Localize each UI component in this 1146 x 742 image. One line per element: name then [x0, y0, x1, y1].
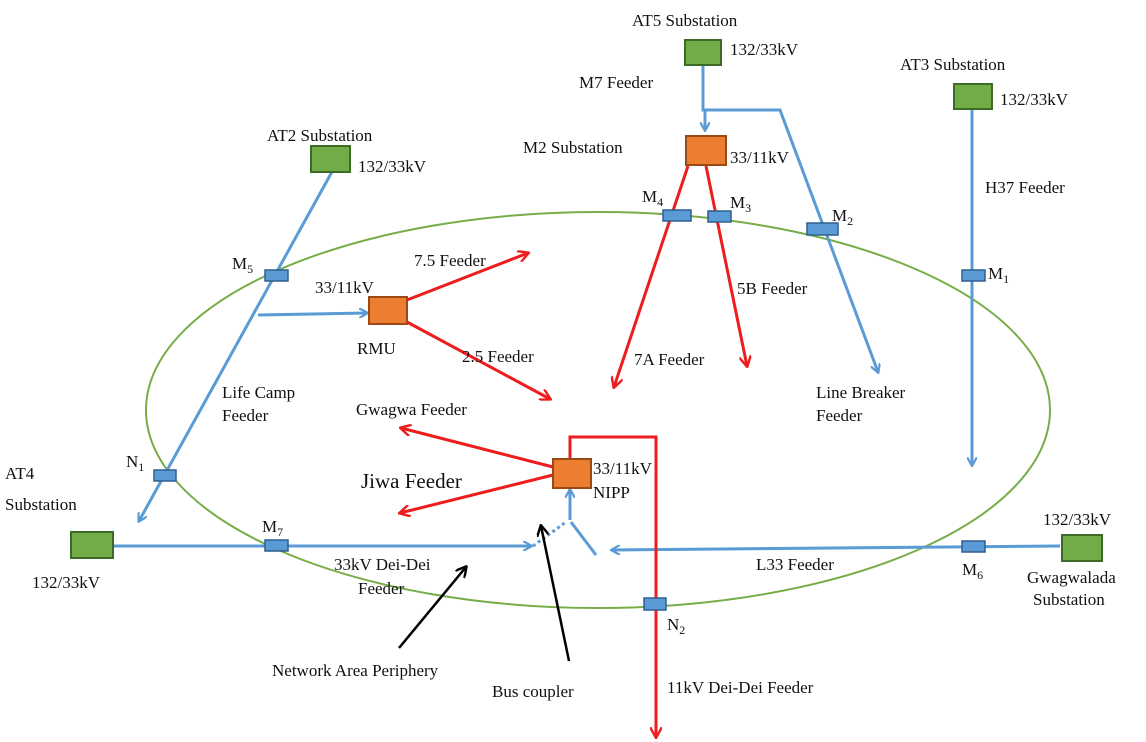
line-rmu-25	[406, 320, 550, 399]
at3-rating-label: 132/33kV	[1000, 90, 1069, 109]
rmu-box	[368, 296, 408, 325]
line-nipp-gwagwa	[401, 428, 554, 469]
f25-feeder-label: 2.5 Feeder	[462, 347, 534, 366]
periphery-arrow	[398, 567, 466, 649]
gwagwalada-rating-label: 132/33kV	[1043, 510, 1112, 529]
meter-m4-label: M4	[642, 187, 663, 209]
m2-rating-label: 33/11kV	[730, 148, 790, 167]
l33-feeder-label: L33 Feeder	[756, 555, 834, 574]
line-m2-5b	[704, 165, 747, 366]
meter-n2	[643, 597, 667, 611]
meter-m1-label: M1	[988, 264, 1009, 286]
periphery-annotation: Network Area Periphery	[272, 661, 439, 680]
m7-feeder-label: M7 Feeder	[579, 73, 653, 92]
bus-coupler-annotation: Bus coupler	[492, 682, 574, 701]
line-breaker-feeder-line	[703, 108, 878, 372]
gwagwalada-name-line2: Substation	[1033, 590, 1105, 609]
line-nipp-jiwa	[400, 473, 554, 513]
at4-name-line1: AT4	[5, 464, 35, 483]
rmu-rating-label: 33/11kV	[315, 278, 375, 297]
m2-substation-box	[685, 135, 727, 166]
meter-m5-label: M5	[232, 254, 253, 276]
at5-rating-label: 132/33kV	[730, 40, 799, 59]
life-camp-label-2: Feeder	[222, 406, 269, 425]
nipp-box	[552, 458, 592, 489]
meter-m3	[707, 210, 732, 223]
bus-coupler-dotted	[532, 520, 567, 548]
line-breaker-label-2: Feeder	[816, 406, 863, 425]
gwagwa-feeder-label: Gwagwa Feeder	[356, 400, 467, 419]
at2-substation-label: AT2 Substation	[267, 126, 373, 145]
bus-coupler-arrow	[541, 526, 571, 662]
meter-m1	[961, 269, 986, 282]
meter-m6-label: M6	[962, 560, 983, 582]
meter-m7-label: M7	[262, 517, 283, 539]
meter-m6	[961, 540, 986, 553]
line-life-camp-feeder	[139, 169, 335, 521]
jiwa-feeder-label: Jiwa Feeder	[361, 469, 462, 493]
line-rmu-75	[406, 253, 528, 302]
meter-m7	[264, 539, 289, 552]
meter-n1-label: N1	[126, 452, 144, 474]
meter-n2-label: N2	[667, 615, 685, 637]
f7a-feeder-label: 7A Feeder	[634, 350, 705, 369]
at5-substation-box	[684, 39, 722, 66]
meter-n1	[153, 469, 177, 482]
f5b-feeder-label: 5B Feeder	[737, 279, 808, 298]
at5-substation-label: AT5 Substation	[632, 11, 738, 30]
bus-coupler-link	[569, 521, 598, 556]
dei33-label-2: Feeder	[358, 579, 405, 598]
line-l33-feeder	[612, 544, 1061, 550]
gwagwalada-name-line1: Gwagwalada	[1027, 568, 1116, 587]
meter-m5	[264, 269, 289, 282]
at3-substation-label: AT3 Substation	[900, 55, 1006, 74]
meter-m2	[806, 222, 839, 236]
line-at5-to-m2	[703, 63, 705, 130]
meter-m2-label: M2	[832, 206, 853, 228]
dei11-feeder-label: 11kV Dei-Dei Feeder	[667, 678, 814, 697]
line-m2-7a	[614, 165, 690, 387]
line-breaker-label-1: Line Breaker	[816, 383, 906, 402]
gwagwalada-substation-box	[1061, 534, 1103, 562]
life-camp-label-1: Life Camp	[222, 383, 295, 402]
line-to-rmu	[257, 313, 367, 315]
network-periphery-ring	[145, 211, 1051, 609]
nipp-name-label: NIPP	[593, 483, 630, 502]
at2-substation-box	[310, 145, 351, 173]
nipp-rating-label: 33/11kV	[593, 459, 653, 478]
dei33-label-1: 33kV Dei-Dei	[334, 555, 431, 574]
meter-m3-label: M3	[730, 193, 751, 215]
line-nipp-11kv-dei-dei	[568, 435, 656, 737]
at2-rating-label: 132/33kV	[358, 157, 427, 176]
rmu-name-label: RMU	[357, 339, 396, 358]
at4-rating-label: 132/33kV	[32, 573, 101, 592]
at3-substation-box	[953, 83, 993, 110]
at4-substation-box	[70, 531, 114, 559]
meter-m4	[662, 209, 692, 222]
h37-feeder-label: H37 Feeder	[985, 178, 1065, 197]
f75-feeder-label: 7.5 Feeder	[414, 251, 486, 270]
m2-substation-label: M2 Substation	[523, 138, 623, 157]
at4-name-line2: Substation	[5, 495, 77, 514]
